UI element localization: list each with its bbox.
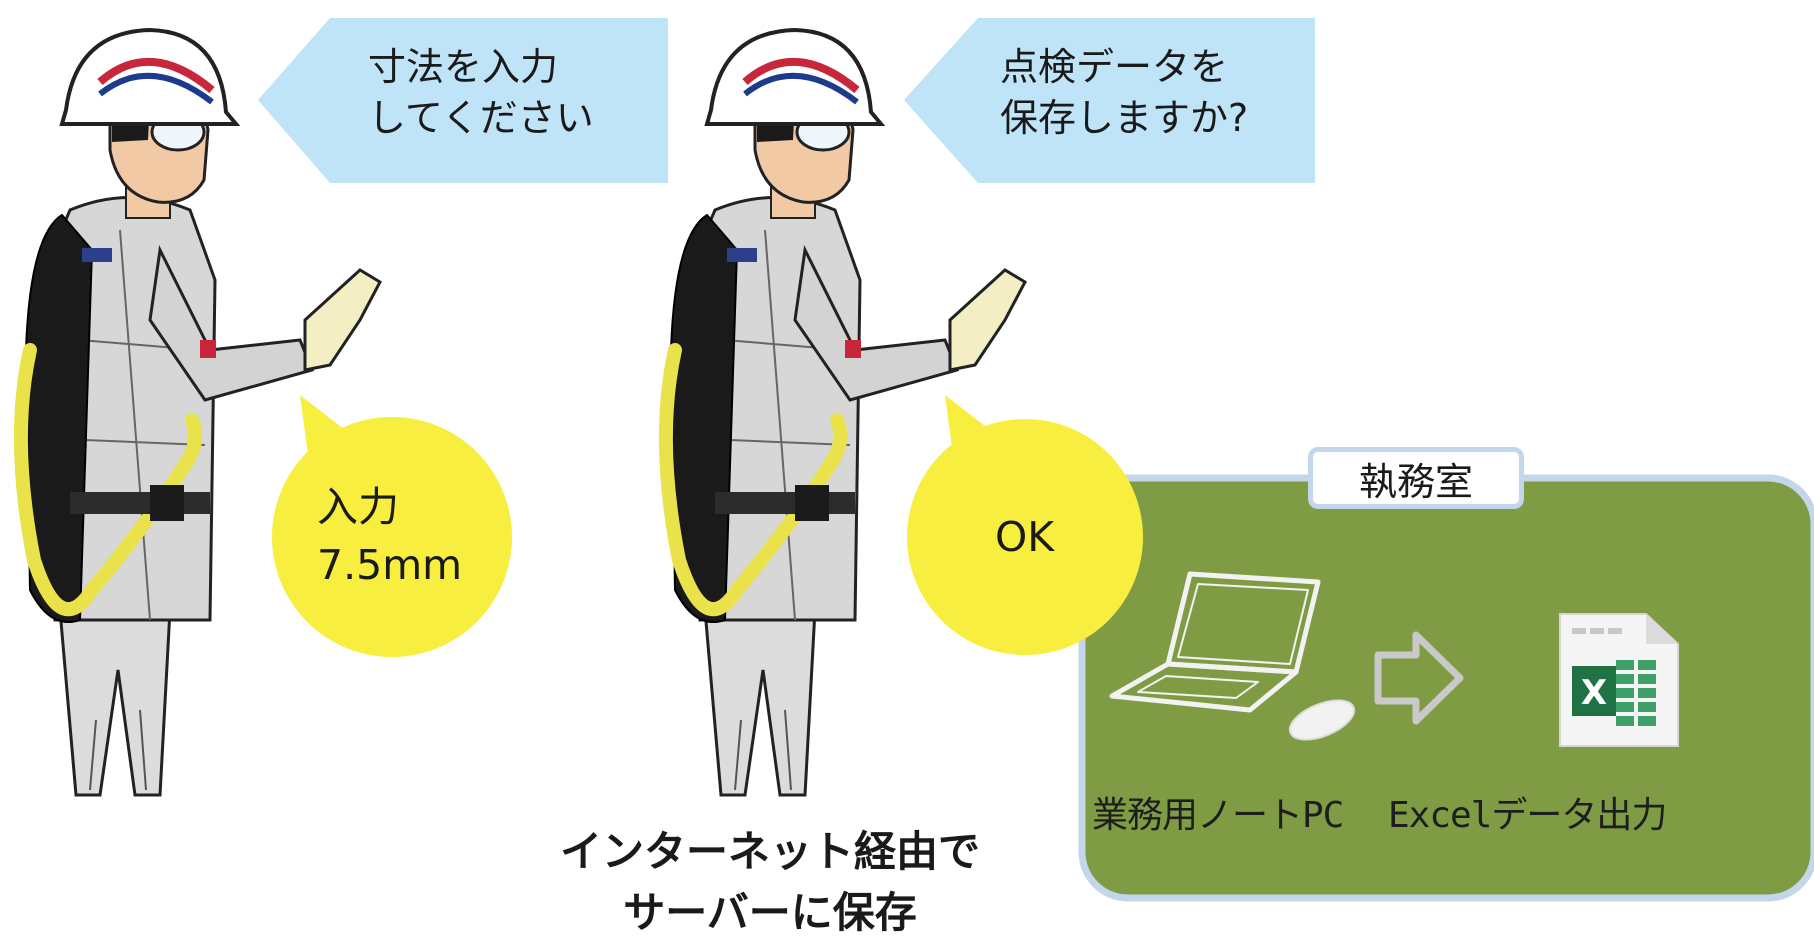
excel-file-icon: X [1559,613,1679,747]
speech-banner-1-text: 寸法を入力 してください [368,42,594,145]
laptop-caption: 業務用ノートPC [1092,795,1344,836]
arrow-right-icon [1374,631,1464,725]
bottom-caption-line2: サーバーに保存 [623,887,917,937]
bubble-1-line2: 7.5mm [317,541,463,590]
speech-banner-2-line2: 保存しますか? [1000,96,1249,141]
bottom-caption-line1: インターネット経由で [559,827,980,876]
bubble-1-shape [272,395,512,657]
mouse-icon [1288,699,1356,741]
speech-banner-2-shape [904,18,1315,183]
speech-banner-2-line1: 点検データを [1000,45,1229,89]
speech-banner-1-line1: 寸法を入力 [368,45,559,89]
speech-banner-1-line2: してください [368,96,594,141]
excel-icon-letter: X [1581,673,1607,713]
speech-banner-2-text: 点検データを 保存しますか? [1000,42,1248,145]
bubble-2-text: OK [995,513,1055,561]
bottom-caption: インターネット経由で サーバーに保存 [460,822,1080,944]
bubble-2-shape [907,395,1143,655]
laptop-icon [1109,571,1356,741]
worker-illustration-2 [658,27,1027,797]
excel-caption: Excelデータ出力 [1388,795,1667,836]
bubble-1-text: 入力 7.5mm [317,478,462,594]
speech-banner-1-shape [258,18,668,183]
office-title: 執務室 [1308,447,1524,509]
bubble-1-line1: 入力 [317,483,399,531]
worker-illustration-1 [13,27,382,797]
